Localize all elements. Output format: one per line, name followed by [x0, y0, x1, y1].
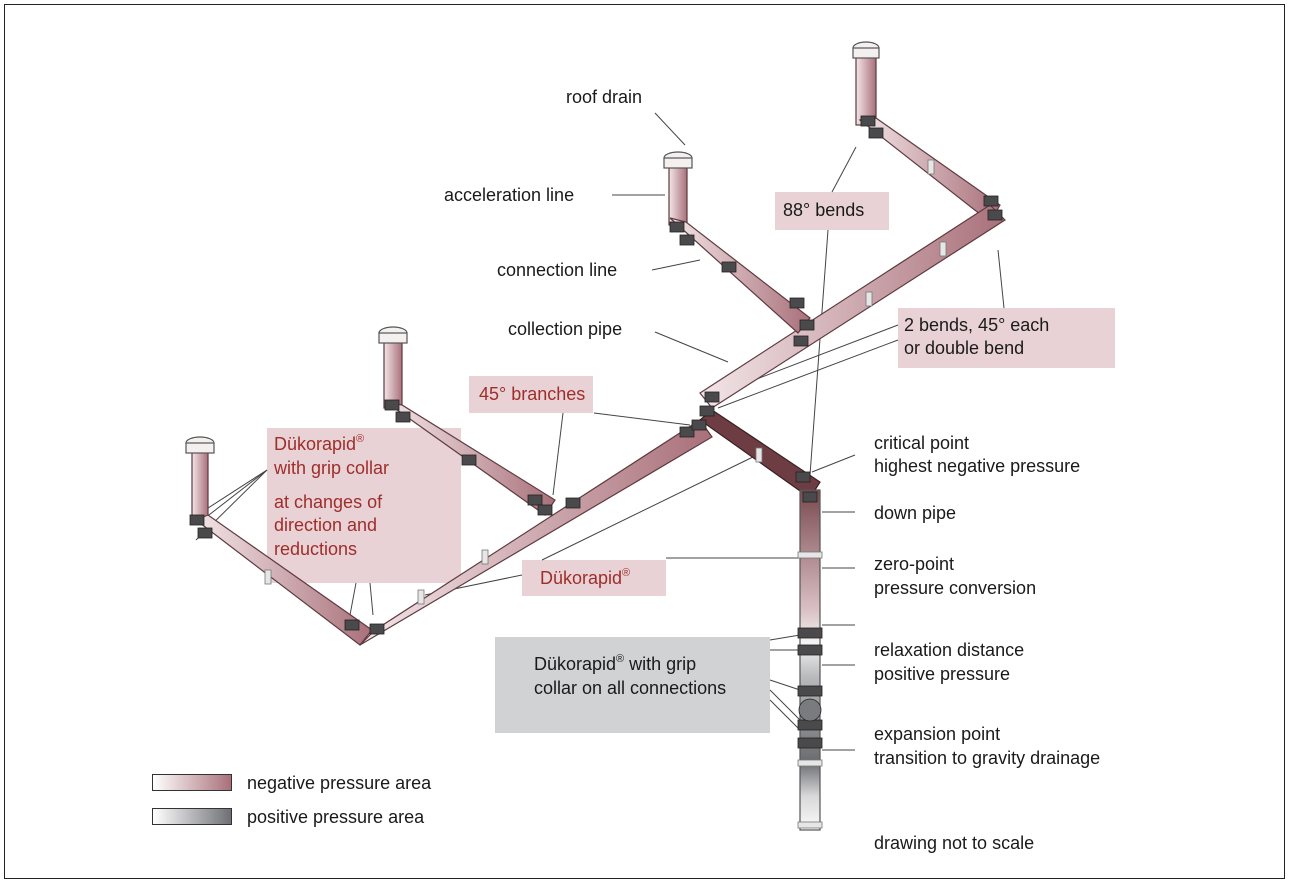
label-grip-collar-4: direction and [274, 515, 378, 535]
label-relax-1: relaxation distance [874, 640, 1025, 660]
label-grey-1: Dükorapid® with grip [534, 653, 697, 675]
label-88-bends: 88° bends [783, 200, 865, 220]
label-relax-2: positive pressure [874, 664, 1011, 684]
legend-label-negative: negative pressure area [247, 773, 432, 793]
bends-88-box [775, 192, 889, 230]
label-acceleration-line: acceleration line [444, 185, 575, 205]
label-critical-2: highest negative pressure [874, 456, 1081, 476]
legend-swatch-negative [152, 774, 232, 791]
label-expansion-1: expansion point [874, 724, 1001, 744]
label-down-pipe: down pipe [874, 503, 957, 523]
down-pipe [799, 489, 821, 831]
label-grip-collar-5: reductions [274, 539, 358, 559]
label-dukorapid: Dükorapid® [540, 567, 631, 589]
two-bends-box [898, 308, 1115, 368]
grip-collar-couplings [189, 115, 1003, 749]
label-zero-1: zero-point [874, 554, 955, 574]
label-zero-2: pressure conversion [874, 578, 1037, 598]
branches-45-box [469, 376, 593, 413]
label-45-branches: 45° branches [479, 384, 586, 404]
label-grip-collar-1: Dükorapid® [274, 433, 365, 455]
roof-drain-caps [185, 41, 880, 454]
diagram-frame [4, 4, 1285, 879]
label-critical-1: critical point [874, 433, 970, 453]
legend-swatch-positive [152, 808, 232, 825]
legend-label-positive: positive pressure area [247, 807, 425, 827]
dukorapid-box [522, 560, 666, 596]
label-grip-collar-2: with grip collar [274, 458, 390, 478]
label-collection-pipe: collection pipe [508, 319, 623, 339]
label-two-bends-1: 2 bends, 45° each [904, 315, 1050, 335]
label-grey-2: collar on all connections [534, 678, 727, 698]
label-grip-collar-3: at changes of [274, 492, 383, 512]
dukorapid-sleeves [264, 159, 947, 829]
grip-collar-all-box [495, 637, 770, 733]
pipe-negative-segments [191, 54, 1006, 646]
label-expansion-2: transition to gravity drainage [874, 748, 1101, 768]
label-roof-drain: roof drain [566, 87, 643, 107]
label-scale-note: drawing not to scale [874, 833, 1035, 853]
grip-collar-box [267, 428, 461, 583]
label-connection-line: connection line [497, 260, 618, 280]
label-two-bends-2: or double bend [904, 338, 1025, 358]
